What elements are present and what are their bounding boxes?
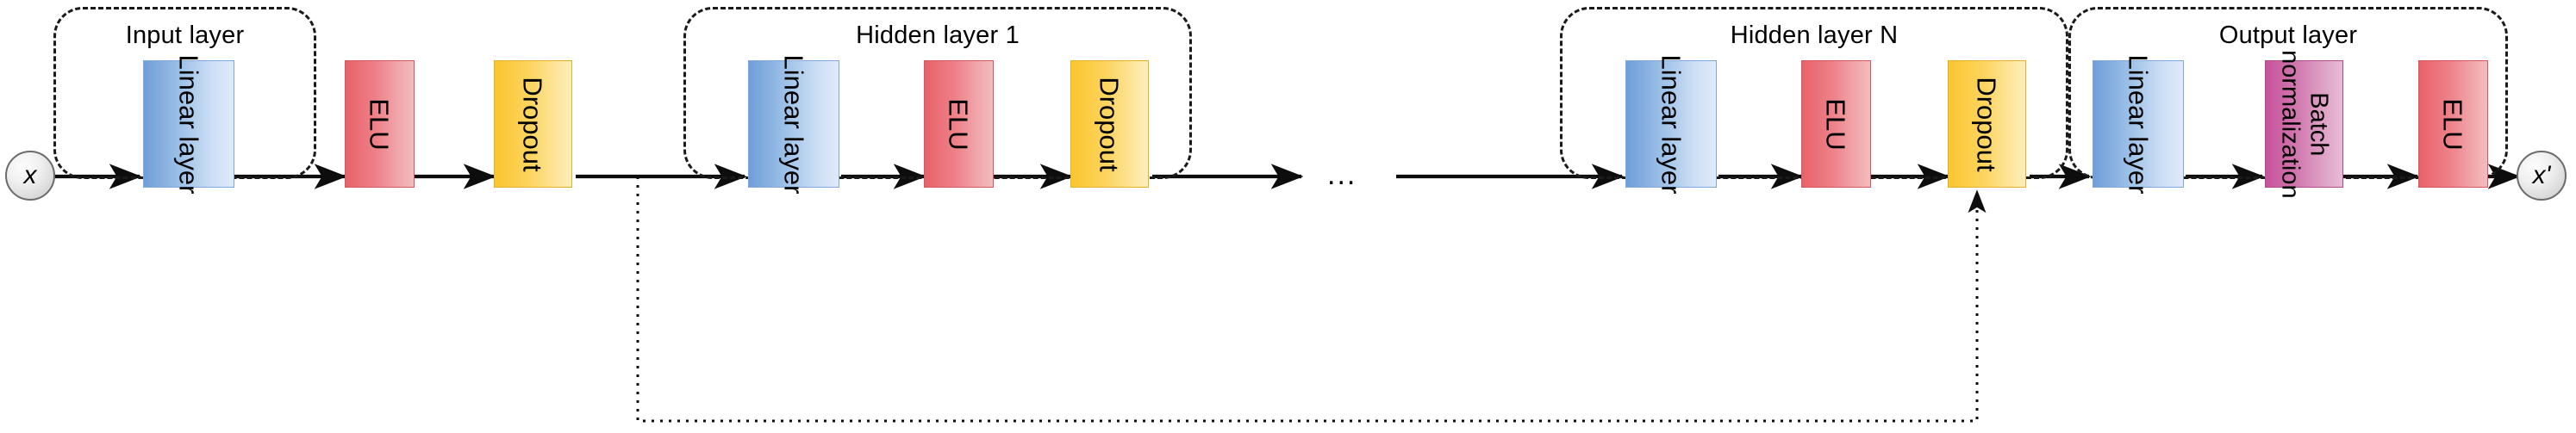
block-label: Dropout — [1095, 76, 1126, 172]
block-output-layer-linear-layer: Linear layer — [2093, 54, 2184, 194]
output-node-label: x' — [2532, 161, 2551, 189]
block-input-layer-elu: ELU — [345, 60, 415, 188]
block-hidden-layer-n-elu: ELU — [1801, 60, 1871, 188]
group-hidden-layer-n-label: Hidden layer N — [1730, 22, 1899, 49]
block-input-layer-dropout: Dropout — [494, 60, 572, 188]
block-hidden-layer-n-dropout: Dropout — [1948, 60, 2026, 188]
block-label: Dropout — [1972, 76, 2003, 172]
block-input-layer-linear-layer: Linear layer — [143, 54, 234, 194]
input-node: x — [5, 151, 55, 201]
group-output-layer-label: Output layer — [2218, 22, 2358, 49]
block-label: ELU — [365, 97, 395, 151]
block-output-layer-elu: ELU — [2418, 60, 2488, 188]
block-hidden-layer-1-linear-layer: Linear layer — [748, 54, 839, 194]
ellipsis-continuation: ... — [1327, 158, 1357, 191]
block-hidden-layer-1-dropout: Dropout — [1070, 60, 1149, 188]
block-hidden-layer-n-linear-layer: Linear layer — [1625, 54, 1717, 194]
block-label: Linear layer — [778, 54, 809, 194]
block-label: Linear layer — [2123, 54, 2154, 194]
block-label: Linear layer — [173, 54, 204, 194]
input-node-label: x — [23, 161, 37, 189]
group-hidden-layer-1-label: Hidden layer 1 — [856, 22, 1020, 49]
group-input-layer-label: Input layer — [125, 22, 245, 49]
block-label: ELU — [1821, 97, 1851, 151]
output-node: x' — [2517, 151, 2567, 201]
block-label: Dropout — [518, 76, 549, 172]
block-hidden-layer-1-elu: ELU — [924, 60, 994, 188]
block-label: ELU — [2438, 97, 2468, 151]
skip-connection-path — [636, 176, 1987, 423]
block-label: ELU — [944, 97, 974, 151]
block-label: Linear layer — [1656, 54, 1687, 194]
